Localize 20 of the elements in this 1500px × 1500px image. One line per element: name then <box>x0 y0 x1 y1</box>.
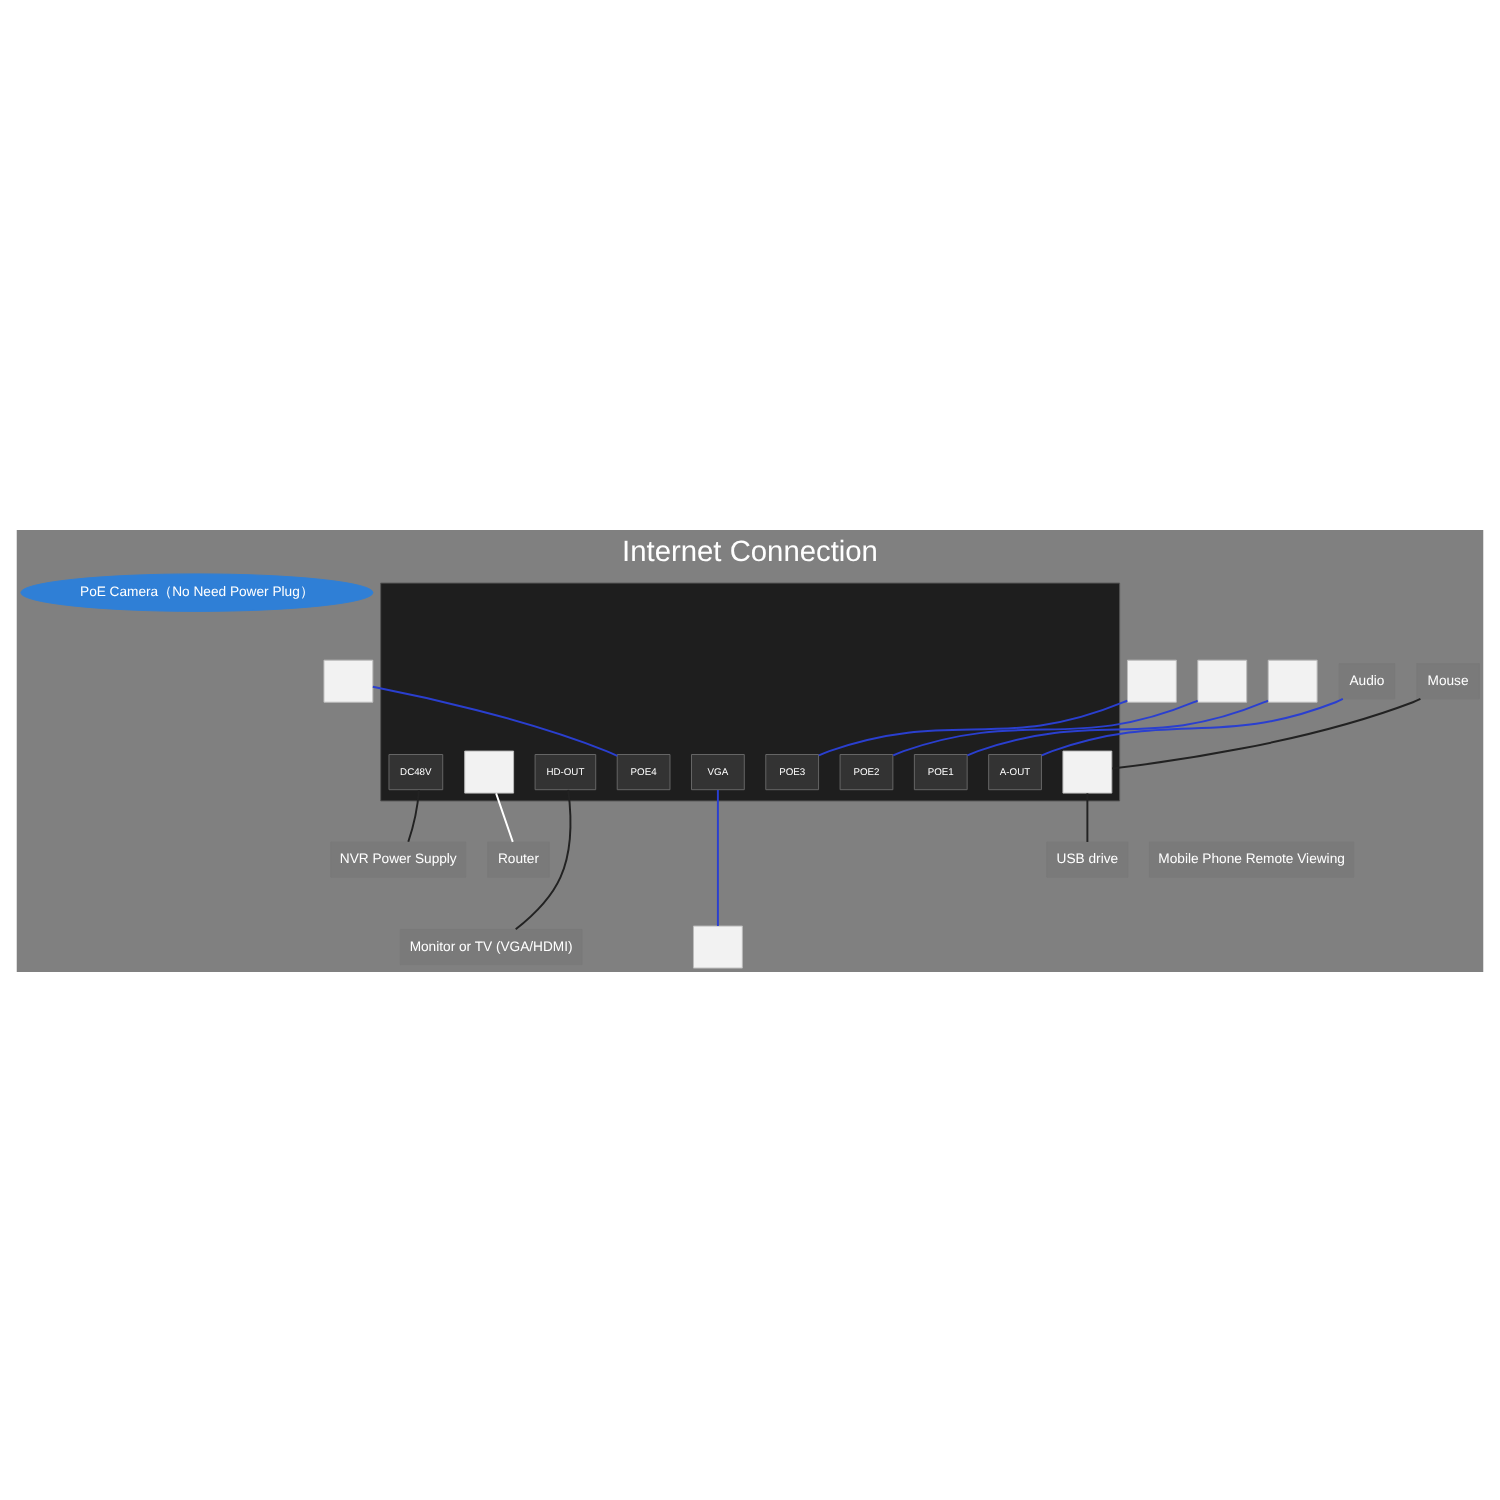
connector <box>1086 791 1089 842</box>
node-box <box>1267 658 1318 702</box>
connector <box>495 791 514 842</box>
connector <box>1111 697 1422 769</box>
connector <box>1040 696 1344 756</box>
connector <box>514 787 572 930</box>
node-box <box>692 924 743 968</box>
connector <box>716 788 719 926</box>
node-box <box>1197 658 1248 702</box>
cluster <box>380 581 1121 801</box>
node-box <box>464 749 515 793</box>
node-box <box>1126 658 1177 702</box>
node-box <box>323 658 374 702</box>
node-box <box>1062 749 1113 793</box>
connector <box>966 698 1269 756</box>
connector <box>371 684 619 756</box>
connector <box>817 698 1129 756</box>
connector <box>407 788 420 842</box>
connector <box>892 698 1199 756</box>
diagram-title: Internet Connection <box>622 536 878 569</box>
